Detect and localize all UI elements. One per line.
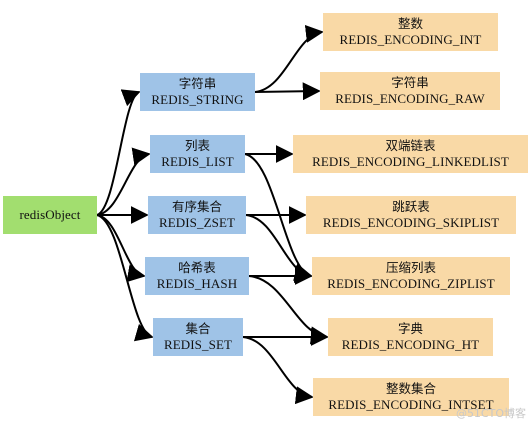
edge-root-to-list xyxy=(96,147,151,216)
type-code-label: REDIS_HASH xyxy=(156,276,238,291)
encoding-node-ht: 字典 REDIS_ENCODING_HT xyxy=(328,318,493,356)
type-code-label: REDIS_STRING xyxy=(151,92,244,107)
edge-root-to-hash xyxy=(96,214,146,283)
edge-set-to-intset xyxy=(242,336,314,405)
encoding-code-label: REDIS_ENCODING_ZIPLIST xyxy=(327,276,495,291)
edges-layer xyxy=(96,24,329,405)
edge-root-to-string xyxy=(96,89,141,216)
encoding-zh-label: 跳跃表 xyxy=(392,199,430,214)
encoding-node-ziplist: 压缩列表 REDIS_ENCODING_ZIPLIST xyxy=(312,257,510,295)
edge-string-to-int xyxy=(254,24,324,93)
encoding-code-label: REDIS_ENCODING_RAW xyxy=(335,91,485,106)
encoding-zh-label: 双端链表 xyxy=(385,138,436,153)
type-code-label: REDIS_LIST xyxy=(161,154,234,169)
type-node-set: 集合 REDIS_SET xyxy=(153,318,243,356)
encoding-node-raw: 字符串 REDIS_ENCODING_RAW xyxy=(320,72,500,110)
encoding-code-label: REDIS_ENCODING_INTSET xyxy=(328,397,494,412)
encoding-node-skiplist: 跳跃表 REDIS_ENCODING_SKIPLIST xyxy=(306,196,516,234)
type-node-list: 列表 REDIS_LIST xyxy=(150,135,245,173)
encoding-code-label: REDIS_ENCODING_HT xyxy=(341,337,480,352)
watermark: @51CTO博客 xyxy=(455,407,526,420)
encoding-node-int: 整数 REDIS_ENCODING_INT xyxy=(323,13,498,51)
type-zh-label: 字符串 xyxy=(178,76,217,91)
type-zh-label: 集合 xyxy=(185,321,211,336)
encoding-zh-label: 字典 xyxy=(397,321,423,336)
encoding-zh-label: 整数集合 xyxy=(385,381,436,396)
type-node-hash: 哈希表 REDIS_HASH xyxy=(145,257,249,295)
type-zh-label: 有序集合 xyxy=(171,199,222,214)
encoding-code-label: REDIS_ENCODING_INT xyxy=(339,32,482,47)
encoding-code-label: REDIS_ENCODING_LINKEDLIST xyxy=(312,154,509,169)
type-node-zset: 有序集合 REDIS_ZSET xyxy=(148,196,246,234)
root-node-redisobject: redisObject xyxy=(3,196,97,234)
type-code-label: REDIS_ZSET xyxy=(158,215,236,230)
type-zh-label: 列表 xyxy=(184,138,210,153)
encoding-zh-label: 整数 xyxy=(397,16,423,31)
type-code-label: REDIS_SET xyxy=(163,337,233,352)
encoding-zh-label: 压缩列表 xyxy=(385,260,436,275)
type-node-string: 字符串 REDIS_STRING xyxy=(140,73,255,111)
encoding-code-label: REDIS_ENCODING_SKIPLIST xyxy=(322,215,500,230)
encoding-node-linkedlist: 双端链表 REDIS_ENCODING_LINKEDLIST xyxy=(293,135,528,173)
encoding-zh-label: 字符串 xyxy=(391,75,429,90)
type-zh-label: 哈希表 xyxy=(178,260,216,275)
edge-string-to-raw xyxy=(254,82,321,101)
encoding-node-intset: 整数集合 REDIS_ENCODING_INTSET xyxy=(313,378,509,416)
edge-root-to-set xyxy=(96,214,154,342)
root-label: redisObject xyxy=(19,207,81,222)
